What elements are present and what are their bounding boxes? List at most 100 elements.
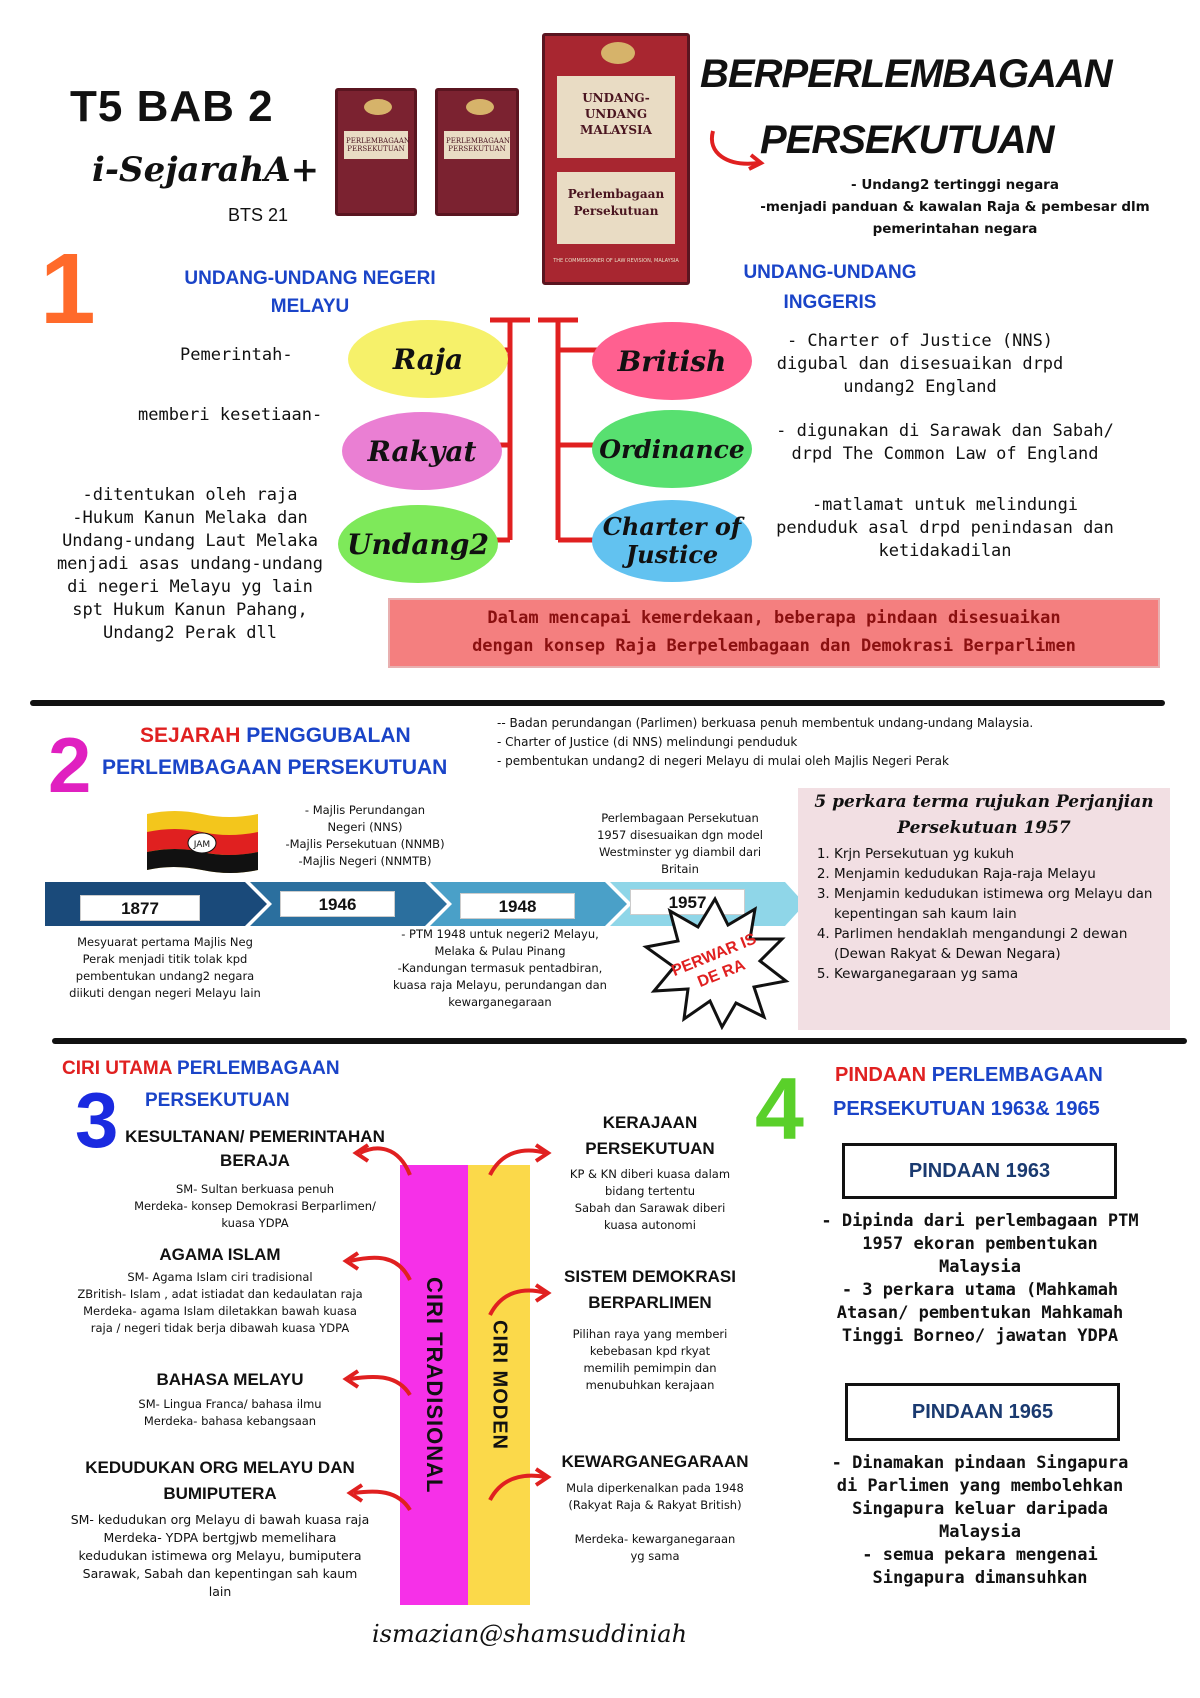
feature-line: KP & KN diberi kuasa dalam xyxy=(569,1167,731,1181)
perjanjian-box: 5 perkara terma rujukan Perjanjian Perse… xyxy=(798,788,1170,1030)
main-point: pemerintahan negara xyxy=(872,221,1038,237)
note-line: 1957 disesuaikan dgn model xyxy=(597,828,763,842)
section3-heading-line2: PERSEKUTUAN xyxy=(145,1090,290,1111)
pindaan-1963-lines: - Dipinda dari perlembagaan PTM 1957 eko… xyxy=(790,1210,1170,1348)
feature-title: SISTEM DEMOKRASI BERPARLIMEN xyxy=(564,1267,736,1312)
right-arrows xyxy=(488,1143,552,1501)
note-line: - digunakan di Sarawak dan Sabah/ xyxy=(776,421,1114,441)
pindaan-line: - Dinamakan pindaan Singapura xyxy=(831,1453,1129,1473)
feature-line: kedudukan istimewa org Melayu, bumiputer… xyxy=(78,1548,362,1563)
feature-lines: SM- Sultan berkuasa penuh Merdeka- konse… xyxy=(25,1181,485,1232)
year-1946: 1946 xyxy=(280,891,395,917)
feature-line: Sarawak, Sabah dan kepentingan sah kaum xyxy=(82,1566,358,1581)
pindaan-line: Tinggi Borneo/ jawatan YDPA xyxy=(841,1326,1119,1346)
year-1957: 1957 xyxy=(630,889,745,915)
main-points: - Undang2 tertinggi negara -menjadi pand… xyxy=(725,174,1185,240)
feature-line: Merdeka- YDPA bertgjwb memelihara xyxy=(103,1530,337,1545)
feature-line: memilih pemimpin dan xyxy=(583,1361,717,1375)
section-number-4: 4 xyxy=(755,1059,804,1158)
note-line: - Charter of Justice (NNS) xyxy=(786,331,1054,351)
year-1877: 1877 xyxy=(80,895,200,921)
feature-line: kuasa YDPA xyxy=(221,1216,289,1230)
bar-ciri-tradisional: CIRI TRADISIONAL xyxy=(400,1165,468,1605)
feature-line: Merdeka- bahasa kebangsaan xyxy=(143,1414,317,1428)
flag-label: JAM xyxy=(193,840,210,850)
feature-agama-islam: AGAMA ISLAM SM- Agama Islam ciri tradisi… xyxy=(30,1245,410,1337)
book-middle: PERLEMBAGAAN PERSEKUTUAN xyxy=(435,88,519,216)
note-ordinance: - digunakan di Sarawak dan Sabah/ drpd T… xyxy=(745,420,1145,466)
note-line: -Majlis Negeri (NNMTB) xyxy=(298,854,432,868)
feature-kewarganegaraan: KEWARGANEGARAAN Mula diperkenalkan pada … xyxy=(530,1452,780,1565)
crest-icon xyxy=(364,99,392,115)
note-line: Mesyuarat pertama Majlis Neg xyxy=(77,935,253,949)
feature-line: SM- Lingua Franca/ bahasa ilmu xyxy=(138,1397,322,1411)
feature-sistem-demokrasi: SISTEM DEMOKRASI BERPARLIMEN Pilihan ray… xyxy=(555,1264,745,1394)
section3-heading-line1: CIRI UTAMA PERLEMBAGAAN xyxy=(62,1058,340,1080)
book-left-label: PERLEMBAGAAN PERSEKUTUAN xyxy=(344,131,410,159)
section2-top-notes: -- Badan perundangan (Parlimen) berkuasa… xyxy=(497,714,1177,771)
section-number-2: 2 xyxy=(48,721,92,809)
feature-line: raja / negeri tidak berja dibawah kuasa … xyxy=(90,1321,350,1335)
left-arrows xyxy=(342,1143,412,1512)
section4-heading-line1: PINDAAN PERLEMBAGAAN xyxy=(835,1064,1103,1087)
pindaan-line: Atasan/ pembentukan Mahkamah xyxy=(836,1303,1124,1323)
main-point: -menjadi panduan & kawalan Raja & pembes… xyxy=(760,199,1150,215)
section4-heading-line2: PERSEKUTUAN 1963& 1965 xyxy=(833,1098,1100,1120)
feature-line: kebebasan kpd rkyat xyxy=(589,1344,711,1358)
feature-lines: KP & KN diberi kuasa dalam bidang terten… xyxy=(525,1166,775,1234)
divider-2 xyxy=(52,1038,1187,1044)
book-left: PERLEMBAGAAN PERSEKUTUAN xyxy=(335,88,417,216)
feature-line: Merdeka- konsep Demokrasi Berparlimen/ xyxy=(134,1199,376,1213)
note-raja: Pemerintah- xyxy=(180,345,293,365)
crest-icon xyxy=(601,42,635,64)
pindaan-line: - Dipinda dari perlembagaan PTM xyxy=(821,1211,1139,1231)
note-line: Westminster yg diambil dari xyxy=(598,845,762,859)
note-line: kuasa raja Melayu, perundangan dan xyxy=(393,978,607,992)
section-number-1: 1 xyxy=(40,233,96,345)
heading-blue: PERLEMBAGAAN xyxy=(931,1064,1103,1086)
starburst-badge: PERWAR IS DE RA xyxy=(642,895,790,1030)
perjanjian-title-1: 5 perkara terma rujukan Perjanjian xyxy=(814,792,1154,812)
feature-lines: Mula diperkenalkan pada 1948 (Rakyat Raj… xyxy=(530,1480,780,1565)
heading-blue: PERLEMBAGAAN xyxy=(177,1058,340,1079)
signature: ismazian@shamsuddiniah xyxy=(372,1620,688,1648)
feature-title: KESULTANAN/ PEMERINTAHAN BERAJA xyxy=(125,1127,385,1170)
note-rakyat: memberi kesetiaan- xyxy=(138,405,323,425)
bar-label: CIRI MODEN xyxy=(488,1320,511,1450)
pindaan-line: Singapura keluar daripada xyxy=(852,1499,1108,1519)
heading-red: SEJARAH xyxy=(140,724,241,747)
year-1948: 1948 xyxy=(460,893,575,919)
feature-line: Merdeka- kewarganegaraan xyxy=(574,1532,736,1546)
pindaan-line: - 3 perkara utama (Mahkamah xyxy=(841,1280,1119,1300)
note-line: Negeri (NNS) xyxy=(327,820,403,834)
note-line: -ditentukan oleh raja xyxy=(82,485,298,505)
heading-berperlembagaan: BERPERLEMBAGAAN xyxy=(700,52,1113,96)
book-middle-label: PERLEMBAGAAN PERSEKUTUAN xyxy=(444,131,510,159)
flag-icon: JAM xyxy=(147,811,258,873)
note-line: penduduk asal drpd penindasan dan xyxy=(776,518,1114,538)
book-big-bottom: Perlembagaan Persekutuan xyxy=(557,172,675,244)
feature-title: KEWARGANEGARAAN xyxy=(561,1452,749,1471)
pindaan-1965-box: PINDAAN 1965 xyxy=(845,1383,1120,1441)
section-number-3: 3 xyxy=(75,1076,119,1164)
note-line: ketidakadilan xyxy=(878,541,1012,561)
heading-undang-inggeris: UNDANG-UNDANG INGGERIS xyxy=(743,262,917,313)
bar-ciri-moden: CIRI MODEN xyxy=(468,1165,530,1605)
feature-line: menubuhkan kerajaan xyxy=(585,1378,715,1392)
note-line: - Charter of Justice (di NNS) melindungi… xyxy=(497,735,798,749)
note-line: -Majlis Persekutuan (NNMB) xyxy=(285,837,445,851)
pindaan-line: 1957 ekoran pembentukan xyxy=(862,1234,1098,1254)
heading-blue: PENGGUBALAN xyxy=(246,724,411,747)
note-1877: Mesyuarat pertama Majlis Neg Perak menja… xyxy=(40,934,290,1002)
book-big: UNDANG-UNDANG MALAYSIA Perlembagaan Pers… xyxy=(542,33,690,285)
pindaan-1963-box: PINDAAN 1963 xyxy=(842,1143,1117,1199)
feature-line: Merdeka- agama Islam diletakkan bawah ku… xyxy=(83,1304,357,1318)
note-line: diikuti dengan negeri Melayu lain xyxy=(69,986,261,1000)
perjanjian-item: Krjn Persekutuan yg kukuh xyxy=(834,844,1160,864)
feature-line: Pilihan raya yang memberi xyxy=(572,1327,728,1341)
subtitle: i-SejarahA+ xyxy=(92,150,320,190)
perjanjian-item: Menjamin kedudukan Raja-raja Melayu xyxy=(834,864,1160,884)
pindaan-line: Malaysia xyxy=(939,1522,1021,1542)
note-line: Perak menjadi titik tolak kpd xyxy=(82,952,248,966)
banner-line: dengan konsep Raja Berpelembagaan dan De… xyxy=(472,636,1076,656)
